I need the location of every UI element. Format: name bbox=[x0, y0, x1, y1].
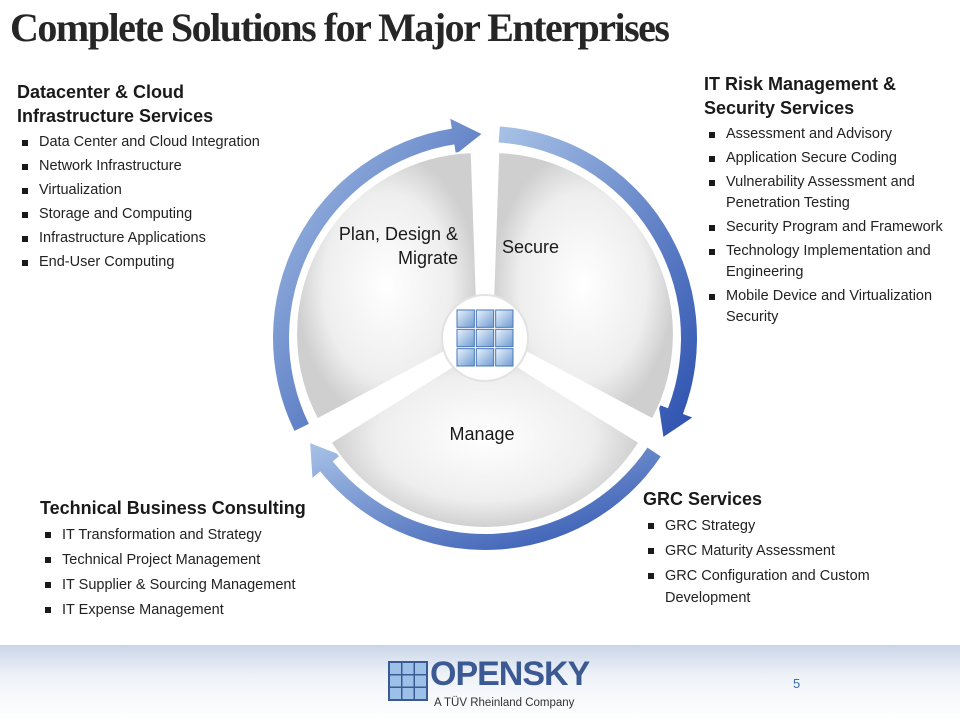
cycle-arrows bbox=[273, 118, 697, 550]
cloud-grid-icon bbox=[456, 309, 514, 367]
datacenter-services-block: Datacenter & Cloud Infrastructure Servic… bbox=[17, 80, 267, 276]
it-risk-heading-line: IT Risk Management & bbox=[704, 74, 897, 94]
grc-heading: GRC Services bbox=[643, 489, 763, 509]
list-item: Storage and Computing bbox=[17, 204, 267, 225]
logo-wordmark: OPENSKY bbox=[430, 655, 590, 693]
cycle-segment-secure bbox=[490, 151, 675, 421]
technical-consulting-list: IT Transformation and Strategy Technical… bbox=[40, 524, 360, 621]
list-item: Technology Implementation and Engineerin… bbox=[704, 241, 954, 283]
segment-label-manage: Manage bbox=[449, 424, 514, 444]
datacenter-list: Data Center and Cloud Integration Networ… bbox=[17, 132, 267, 273]
center-hub bbox=[441, 294, 529, 382]
it-risk-services-block: IT Risk Management & Security Services A… bbox=[704, 72, 954, 331]
logo-tagline: A TÜV Rheinland Company bbox=[434, 697, 575, 709]
technical-consulting-heading: Technical Business Consulting bbox=[40, 498, 306, 518]
segment-label-plan: Plan, Design & Migrate bbox=[339, 224, 458, 268]
datacenter-heading-line: Datacenter & Cloud bbox=[17, 82, 185, 102]
list-item: GRC Configuration and Custom Development bbox=[643, 565, 933, 609]
cycle-arrow-plan bbox=[273, 118, 482, 431]
cycle-arrow-secure bbox=[498, 126, 697, 437]
list-item: Application Secure Coding bbox=[704, 148, 954, 169]
list-item: Vulnerability Assessment and Penetration… bbox=[704, 172, 954, 214]
segment-label-line: Plan, Design & bbox=[339, 224, 458, 244]
footer-band bbox=[0, 645, 960, 720]
datacenter-heading: Datacenter & Cloud Infrastructure Servic… bbox=[17, 80, 267, 128]
technical-consulting-block: Technical Business Consulting IT Transfo… bbox=[40, 496, 360, 624]
it-risk-heading-line: Security Services bbox=[704, 98, 855, 118]
list-item: IT Transformation and Strategy bbox=[40, 524, 360, 546]
list-item: End-User Computing bbox=[17, 252, 267, 273]
cycle-segments bbox=[295, 151, 675, 529]
list-item: Infrastructure Applications bbox=[17, 228, 267, 249]
list-item: Data Center and Cloud Integration bbox=[17, 132, 267, 153]
list-item: Assessment and Advisory bbox=[704, 124, 954, 145]
segment-label-secure: Secure bbox=[502, 237, 559, 257]
list-item: IT Supplier & Sourcing Management bbox=[40, 574, 360, 596]
opensky-logo: OPENSKY A TÜV Rheinland Company bbox=[388, 655, 590, 717]
it-risk-heading: IT Risk Management & Security Services bbox=[704, 72, 954, 120]
list-item: Security Program and Framework bbox=[704, 217, 954, 238]
slide-title: Complete Solutions for Major Enterprises bbox=[10, 5, 670, 50]
logo-grid-icon bbox=[388, 661, 428, 701]
it-risk-list: Assessment and Advisory Application Secu… bbox=[704, 124, 954, 328]
list-item: Virtualization bbox=[17, 180, 267, 201]
grc-services-block: GRC Services GRC Strategy GRC Maturity A… bbox=[643, 487, 933, 612]
segment-label-line: Migrate bbox=[398, 248, 458, 268]
list-item: GRC Maturity Assessment bbox=[643, 540, 933, 562]
page-number: 5 bbox=[793, 676, 801, 691]
segment-label-line: Manage bbox=[449, 424, 514, 444]
cycle-segment-plan bbox=[295, 151, 480, 421]
list-item: GRC Strategy bbox=[643, 515, 933, 537]
list-item: Network Infrastructure bbox=[17, 156, 267, 177]
datacenter-heading-line: Infrastructure Services bbox=[17, 106, 214, 126]
segment-label-line: Secure bbox=[502, 237, 559, 257]
list-item: Mobile Device and Virtualization Securit… bbox=[704, 286, 954, 328]
cycle-arrow-manage bbox=[310, 443, 661, 550]
cycle-segment-manage bbox=[329, 344, 641, 529]
list-item: Technical Project Management bbox=[40, 549, 360, 571]
list-item: IT Expense Management bbox=[40, 599, 360, 621]
grc-list: GRC Strategy GRC Maturity Assessment GRC… bbox=[643, 515, 933, 609]
